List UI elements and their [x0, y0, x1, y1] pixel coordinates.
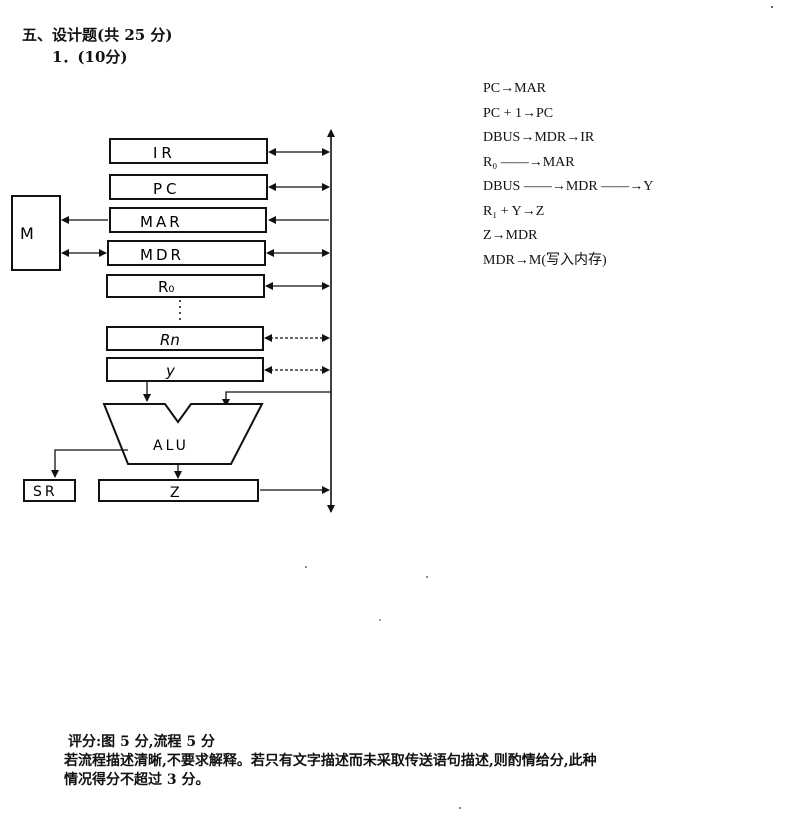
memory-box	[11, 195, 61, 271]
alu-shape	[102, 403, 264, 465]
transfer-step: PC→MAR	[483, 81, 547, 96]
grading-line-2: 若流程描述清晰,不要求解释。若只有文字描述而未采取传送语句描述,则酌情给分,此种	[64, 753, 597, 769]
section-heading: 五、设计题(共 25 分)	[22, 26, 173, 44]
register-rn-box	[106, 326, 264, 351]
register-mdr-label: MDR	[140, 246, 184, 264]
grading-notes: 评分:图 5 分,流程 5 分 若流程描述清晰,不要求解释。若只有文字描述而未采…	[64, 733, 597, 790]
alu-to-sr-arrow	[51, 449, 128, 478]
register-pc-label: PC	[153, 180, 181, 198]
register-mar-label: MAR	[140, 213, 183, 231]
grading-line-1: 评分:图 5 分,流程 5 分	[68, 734, 216, 750]
register-mdr-box	[107, 240, 266, 266]
register-y-box	[106, 357, 264, 382]
transfer-step: R₁ + Y→Z	[483, 203, 545, 219]
register-mar-box	[109, 207, 267, 233]
scan-speck	[305, 566, 307, 568]
transfer-step: DBUS ——→MDR ——→Y	[483, 179, 654, 194]
transfer-step: MDR→M(写入内存)	[483, 252, 607, 268]
register-pc-box	[109, 174, 268, 200]
register-r0-label: R₀	[158, 278, 174, 296]
transfer-step: Z→MDR	[483, 228, 538, 243]
bus-to-alu-arrow	[222, 391, 331, 407]
register-z-box	[98, 479, 259, 502]
grading-line-3: 情况得分不超过 3 分。	[64, 772, 210, 788]
sr-box	[23, 479, 76, 502]
memory-label: M	[20, 224, 34, 243]
scan-speck	[459, 807, 461, 809]
transfer-step: PC + 1→PC	[483, 105, 554, 121]
alu-label: ALU	[153, 438, 189, 454]
transfer-steps: PC→MAR PC + 1→PC DBUS→MDR→IR R₀ ——→MAR D…	[483, 79, 653, 275]
transfer-step: DBUS→MDR→IR	[483, 130, 595, 145]
register-rn-label: Rn	[160, 331, 180, 349]
sr-label: SR	[33, 484, 58, 500]
register-ir-box	[109, 138, 268, 164]
register-ir-label: IR	[153, 144, 176, 162]
question-number: 1．(10分)	[52, 48, 128, 66]
transfer-step: R₀ ——→MAR	[483, 154, 575, 170]
scan-speck	[771, 6, 773, 8]
scan-speck	[379, 619, 381, 621]
register-y-label: y	[165, 362, 176, 380]
register-r0-box	[106, 274, 265, 298]
scan-speck	[426, 576, 428, 578]
register-z-label: Z	[170, 485, 180, 501]
